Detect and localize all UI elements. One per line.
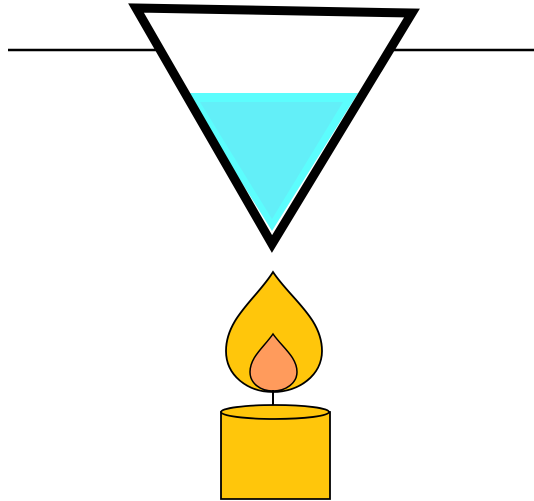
candle-top (221, 405, 329, 419)
candle-body (221, 412, 330, 499)
